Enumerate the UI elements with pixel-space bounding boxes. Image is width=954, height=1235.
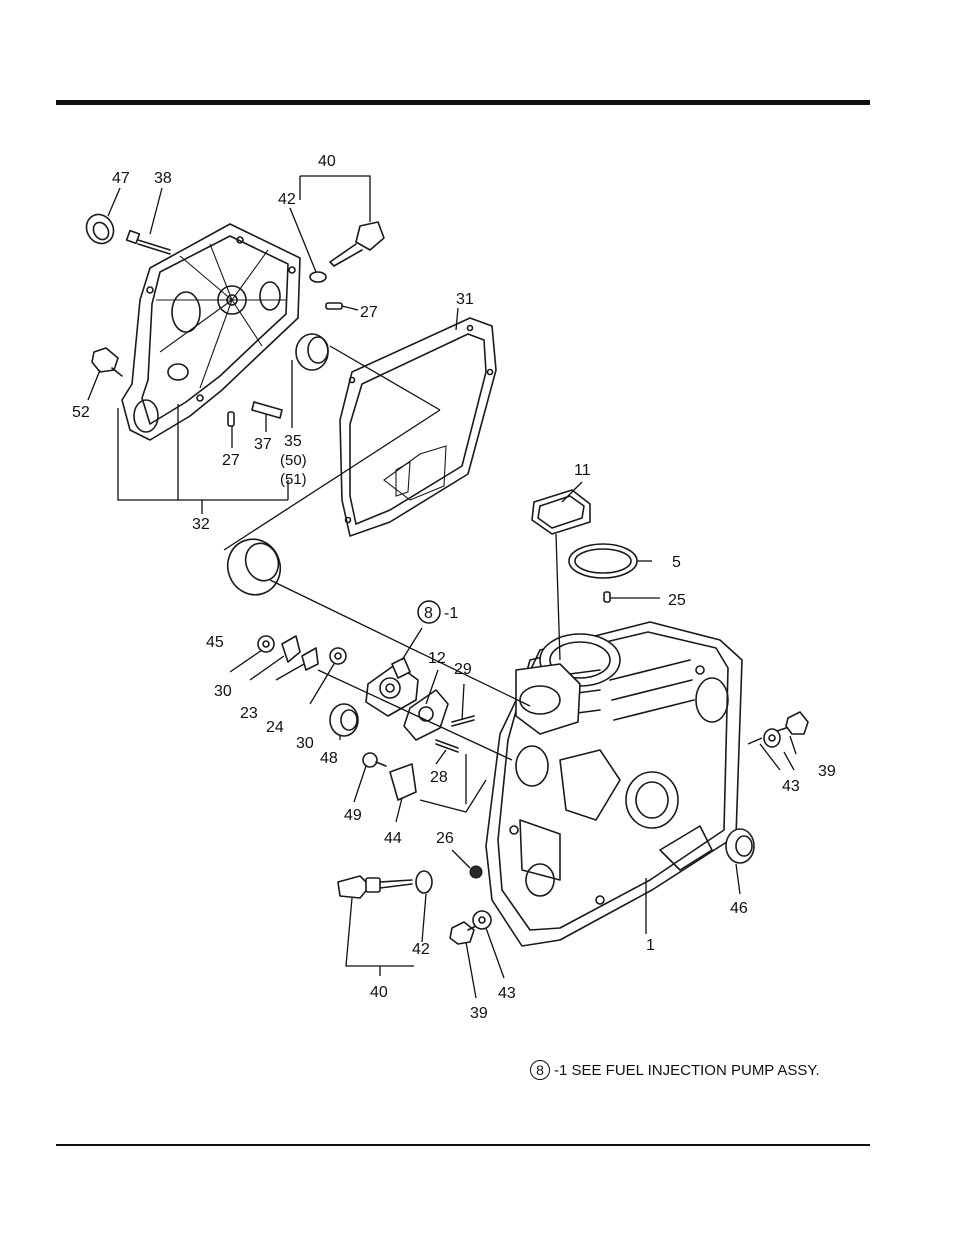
part-42-o-ring-top bbox=[310, 272, 326, 282]
label-30-right: 30 bbox=[296, 735, 314, 752]
label-43-right: 43 bbox=[782, 778, 800, 795]
label-49: 49 bbox=[344, 807, 362, 824]
label-11: 11 bbox=[574, 462, 591, 479]
part-52-plug bbox=[92, 348, 122, 376]
label-39-left: 39 bbox=[470, 1005, 488, 1022]
part-30-nut-right bbox=[330, 648, 346, 664]
part-30-nut-left bbox=[258, 636, 274, 652]
part-43-washer-left bbox=[473, 911, 491, 929]
label-28: 28 bbox=[430, 769, 448, 786]
label-24: 24 bbox=[266, 719, 284, 736]
label-30-left: 30 bbox=[214, 683, 232, 700]
footnote-ref-circle: 8 bbox=[530, 1060, 550, 1080]
part-43-washer-right bbox=[764, 729, 780, 747]
label-52: 52 bbox=[72, 404, 90, 421]
part-11-gasket bbox=[532, 490, 590, 534]
part-42-o-ring-bottom bbox=[416, 871, 432, 893]
label-42-bottom: 42 bbox=[412, 941, 430, 958]
part-5-ring bbox=[569, 544, 637, 578]
label-43-left: 43 bbox=[498, 985, 516, 1002]
label-27-upper: 27 bbox=[360, 304, 378, 321]
part-37-pin bbox=[252, 402, 282, 418]
label-48: 48 bbox=[320, 750, 338, 767]
part-35-bearing bbox=[296, 334, 328, 370]
label-31: 31 bbox=[456, 291, 474, 308]
label-35: 35 bbox=[284, 433, 302, 450]
label-45: 45 bbox=[206, 634, 224, 651]
part-27-dowel-pin-upper bbox=[326, 303, 342, 309]
label-12: 12 bbox=[428, 650, 446, 667]
label-37: 37 bbox=[254, 436, 272, 453]
part-31-gasket bbox=[340, 318, 496, 536]
label-40-bottom: 40 bbox=[370, 984, 388, 1001]
label-26: 26 bbox=[436, 830, 454, 847]
part-25-pin bbox=[604, 592, 610, 602]
label-35-alt-50: (50) bbox=[280, 452, 307, 469]
label-25: 25 bbox=[668, 592, 686, 609]
part-40-oil-filler-cap-top bbox=[330, 222, 384, 266]
part-23-washer bbox=[282, 636, 300, 662]
footnote: 8 -1 SEE FUEL INJECTION PUMP ASSY. bbox=[530, 1058, 820, 1082]
part-45-oil-seal bbox=[220, 532, 288, 602]
part-26-plug bbox=[470, 866, 482, 878]
part-38-bolt bbox=[127, 231, 170, 254]
part-49-bolt bbox=[363, 753, 386, 767]
part-28-stud bbox=[436, 740, 458, 752]
part-44-plate bbox=[390, 764, 416, 800]
label-42-top: 42 bbox=[278, 191, 296, 208]
label-46: 46 bbox=[730, 900, 748, 917]
part-47-oil-seal bbox=[81, 210, 119, 249]
label-27-lower: 27 bbox=[222, 452, 240, 469]
part-24-washer bbox=[302, 648, 318, 670]
label-8-suffix: -1 bbox=[444, 605, 458, 622]
label-1: 1 bbox=[646, 937, 655, 954]
label-32: 32 bbox=[192, 516, 210, 533]
part-48-bushing bbox=[330, 704, 358, 736]
label-39-right: 39 bbox=[818, 763, 836, 780]
label-23: 23 bbox=[240, 705, 258, 722]
part-46-oil-seal bbox=[726, 829, 754, 863]
part-27-dowel-pin-lower bbox=[228, 412, 234, 426]
label-44: 44 bbox=[384, 830, 402, 847]
part-29-stud bbox=[452, 716, 474, 726]
label-29: 29 bbox=[454, 661, 472, 678]
part-40-oil-filler-cap-bottom bbox=[338, 876, 412, 898]
label-35-alt-51: (51) bbox=[280, 471, 307, 488]
label-8-1-ref: 8 -1 bbox=[418, 601, 458, 623]
part-39-bolt-right bbox=[774, 712, 808, 734]
part-1-crankcase bbox=[486, 622, 742, 946]
footnote-text: -1 SEE FUEL INJECTION PUMP ASSY. bbox=[554, 1062, 820, 1079]
label-47: 47 bbox=[112, 170, 130, 187]
label-8-circled: 8 bbox=[424, 605, 433, 622]
label-5: 5 bbox=[672, 554, 681, 571]
label-40-top: 40 bbox=[318, 153, 336, 170]
label-38: 38 bbox=[154, 170, 172, 187]
